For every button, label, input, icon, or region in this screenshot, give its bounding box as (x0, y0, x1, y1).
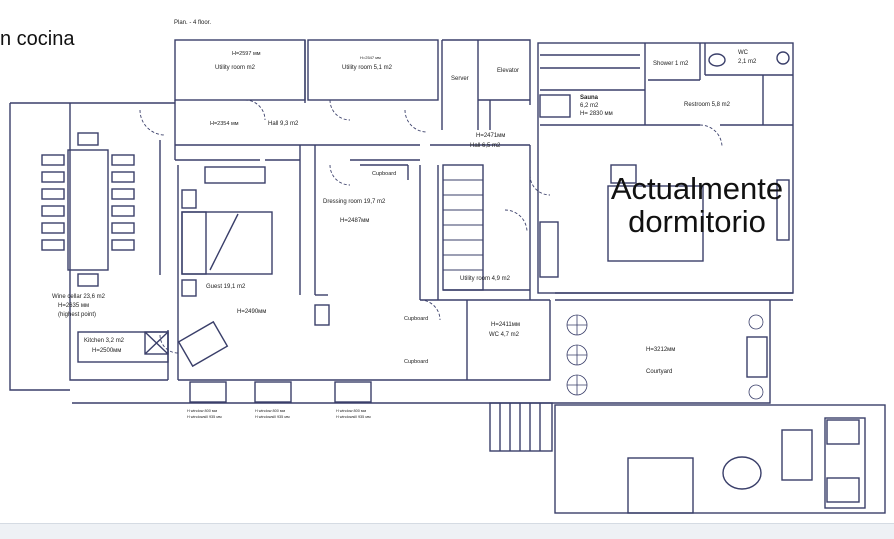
wc-fixtures (539, 51, 860, 503)
courtyard-walls (555, 292, 793, 404)
label-wine2: H=2635 мм (58, 303, 89, 309)
label-cupboard3: Cupboard (404, 359, 428, 365)
label-server: Server (451, 76, 469, 82)
window-frames (189, 381, 372, 403)
kitchen-walls (77, 331, 169, 363)
label-cupboard1: Cupboard (372, 171, 396, 177)
label-elevator: Elevator (497, 68, 519, 74)
right-bed (539, 164, 790, 278)
label-window2b: H windowsill 935 мм (255, 415, 290, 419)
label-hall-left: Hall 9,3 m2 (268, 121, 299, 127)
label-hall-right1: H=2471мм (476, 133, 505, 139)
label-sauna1: Sauna (580, 95, 599, 101)
window-bottom-strip (0, 523, 894, 539)
exterior-stairs (489, 402, 553, 452)
label-guest: Guest 19,1 m2 (206, 284, 246, 290)
label-window2a: H window 800 мм (255, 409, 286, 413)
label-kitchen2: H=2500мм (92, 348, 121, 354)
annotation-line-1: Actualmente (610, 171, 784, 206)
annotation-dormitorio: Actualmente dormitorio (592, 172, 802, 238)
guest-bed (177, 189, 330, 368)
room-labels: Plan. - 4 floor. H=2597 мм Utility room … (52, 20, 757, 419)
outer-walls (9, 102, 555, 404)
label-wc-top1: WC (738, 50, 749, 56)
label-utility1-h: H=2597 мм (232, 51, 261, 57)
label-wine1: Wine cellar 23,6 m2 (52, 294, 106, 300)
label-restroom: Restroom 5,8 m2 (684, 102, 731, 108)
label-utility2-h: H=2547 мм (360, 55, 381, 60)
label-kitchen1: Kitchen 3,2 m2 (84, 338, 125, 344)
label-shower: Shower 1 m2 (653, 61, 689, 67)
plants (566, 314, 764, 400)
label-wine3: (highest point) (58, 312, 96, 318)
label-wc-top2: 2,1 m2 (738, 59, 757, 65)
utility-rooms-walls (174, 39, 439, 160)
right-zone-walls (537, 42, 794, 294)
label-window1a: H window 800 мм (187, 409, 218, 413)
dressing-guest-walls (177, 145, 421, 380)
dining-table (41, 132, 161, 287)
label-guest-h: H=2490мм (237, 309, 266, 315)
label-window3b: H windowsill 935 мм (336, 415, 371, 419)
label-wc2: WC 4,7 m2 (489, 332, 520, 338)
label-utility1-name: Utility room m2 (215, 65, 256, 71)
stairs-walls (420, 164, 550, 380)
label-window3a: H window 800 мм (336, 409, 367, 413)
label-dressing1: Dressing room 19,7 m2 (323, 199, 386, 205)
door-swings (139, 99, 723, 354)
label-dressing2: H=2487мм (340, 218, 369, 224)
label-window1b: H windowsill 935 мм (187, 415, 222, 419)
label-hall-left-h: H=2354 мм (210, 121, 239, 127)
label-wc2-h: H=2411мм (491, 322, 520, 328)
plan-title: Plan. - 4 floor. (174, 20, 211, 26)
label-utility2-name: Utility room 5,1 m2 (342, 65, 393, 71)
annotation-cocina: n cocina (0, 28, 75, 50)
label-sauna2: 6,2 m2 (580, 103, 599, 109)
annotation-line-2: dormitorio (628, 204, 766, 239)
label-courtyard: Courtyard (646, 369, 672, 375)
server-elevator-walls (441, 39, 531, 130)
hall-walls (175, 144, 531, 300)
label-sauna3: H= 2830 мм (580, 111, 613, 117)
label-utility3: Utility room 4,9 m2 (460, 276, 511, 282)
stair-treads (443, 179, 483, 271)
label-cupboard2: Cupboard (404, 316, 428, 322)
label-hall-right2: Hall 6,5 m2 (470, 143, 501, 149)
label-courtyard-h: H=3212мм (646, 347, 675, 353)
terrace-walls (554, 336, 886, 514)
